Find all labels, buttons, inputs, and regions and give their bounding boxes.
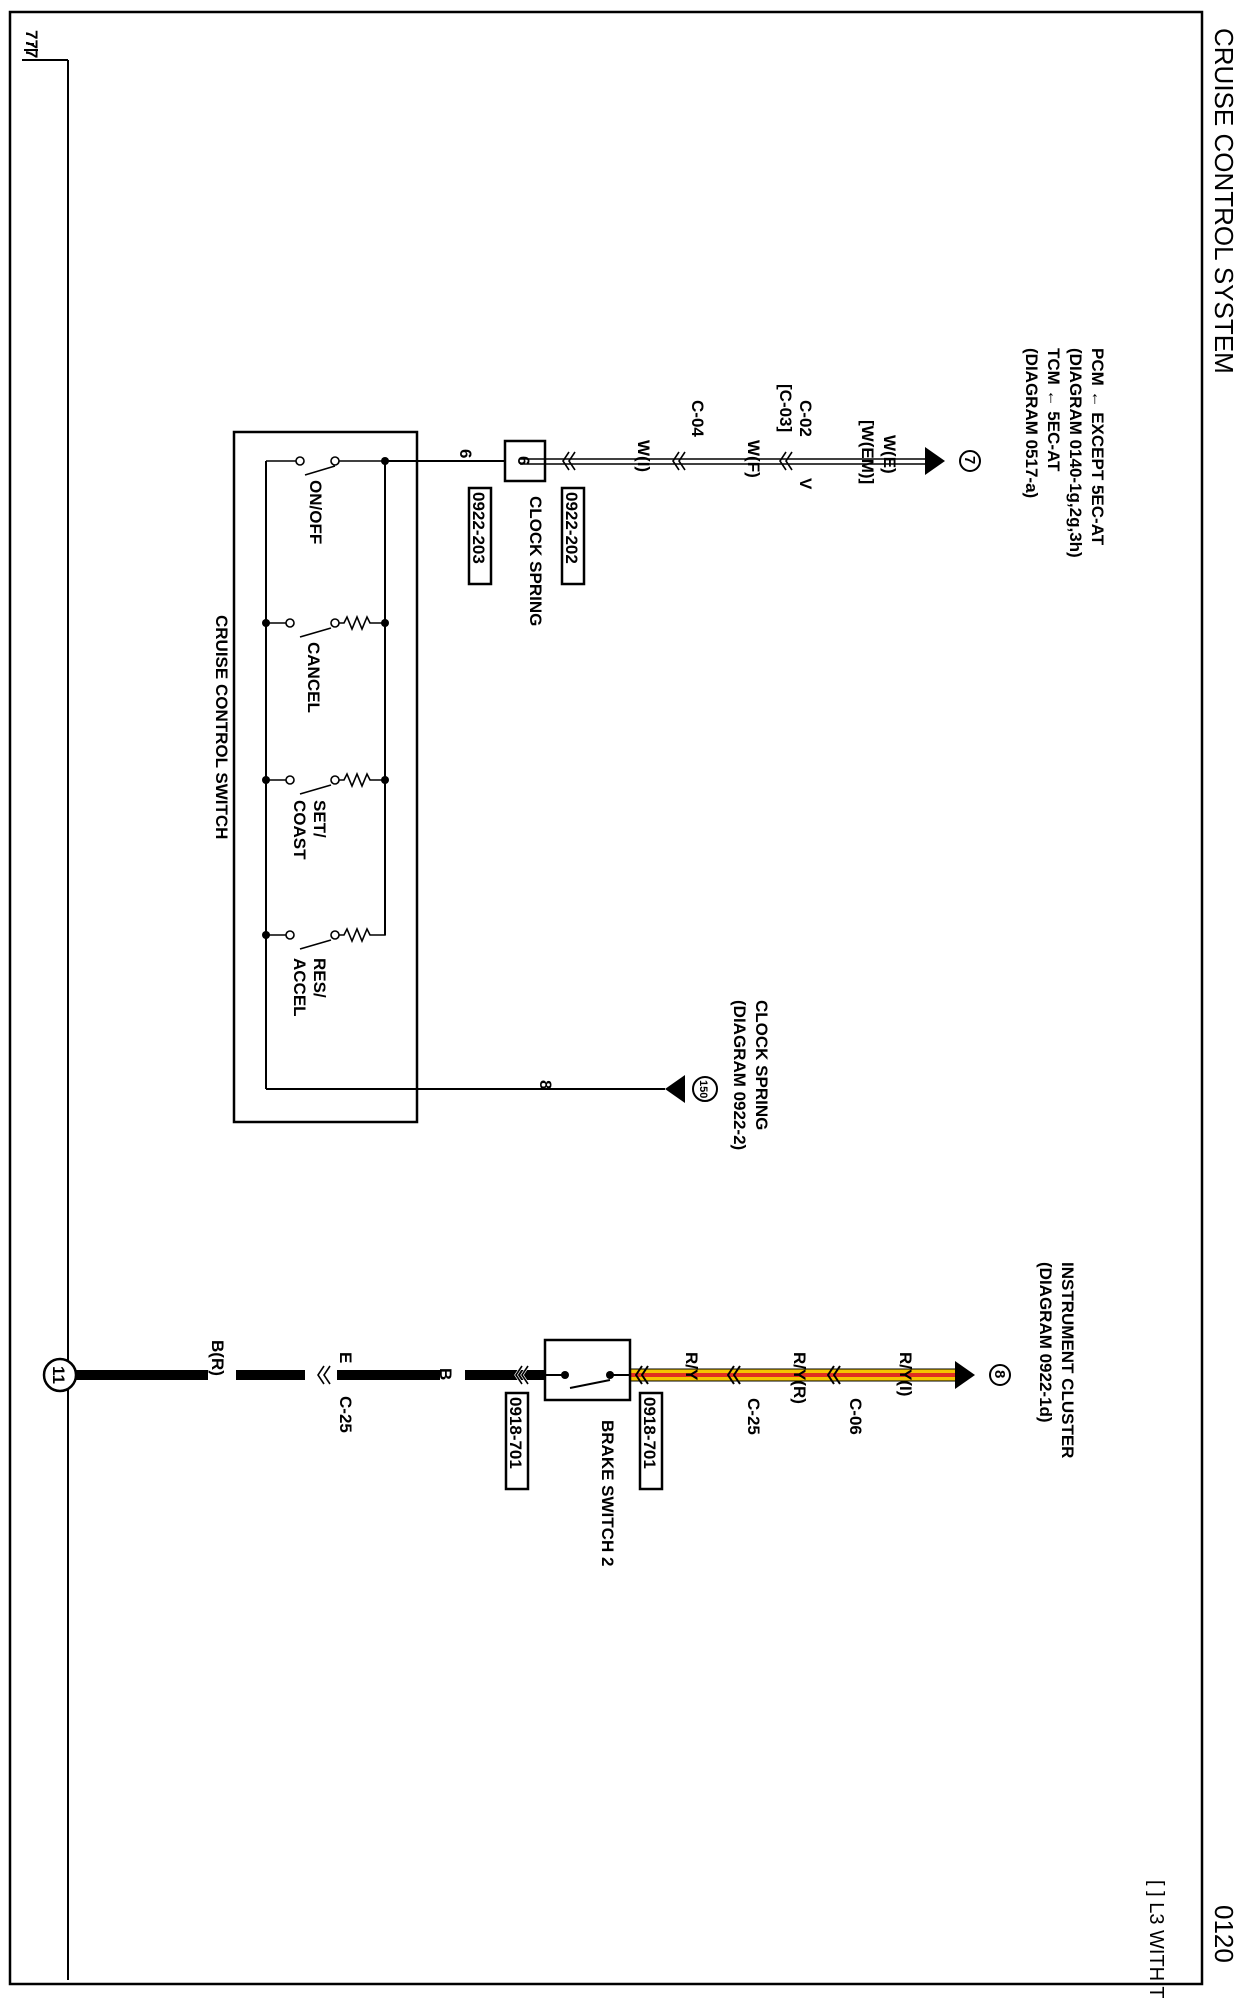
connector-0922-202-box [560,486,586,586]
wire-label-ryi: R/Y(I) [896,1352,915,1396]
clock-spring-pin: 6 [514,456,533,465]
connector-0918-701-bottom: 0918-701 [506,1397,525,1469]
clock-spring-label: CLOCK SPRING [526,496,545,626]
ground-point-circle [42,1357,78,1393]
diagram-frame [8,10,1204,1986]
pcm-ref-line-4: (DIAGRAM 0517-a) [1022,348,1041,498]
clock-spring-ref-line-1: CLOCK SPRING [752,1000,771,1130]
pcm-reference: 7 PCM ← EXCEPT 5EC-AT (DIAGRAM 0140-1g,2… [520,348,1107,558]
clock-spring-entry-icon [562,451,576,471]
terminal-circle [989,1364,1011,1386]
brake-switch: 0918-701 0918-701 BRAKE SWITCH 2 B E B(R… [42,1338,664,1566]
switch-label-set: SET/ [310,800,329,838]
connector-c04-icon [672,451,686,471]
wire-label-b: B [436,1368,455,1380]
wire-number-8: 8 [536,1080,555,1089]
terminal-circle [959,450,981,472]
brake-switch-entry-icon [634,1365,649,1385]
connector-label-c25-top: C-25 [744,1398,763,1435]
wire-label-v: V [796,478,815,490]
connector-0918-701-bottom-box [504,1391,530,1491]
pcm-ref-line-2: (DIAGRAM 0140-1g,2g,3h) [1066,348,1085,558]
connector-0918-701-top-box [638,1391,664,1491]
switch-label-coast: COAST [290,800,309,860]
wire-label-br: B(R) [208,1340,227,1376]
pcm-ref-line-3: TCM ← 5EC-AT [1044,348,1063,472]
instrument-cluster-reference: 8 INSTRUMENT CLUSTER (DIAGRAM 0922-1d) R… [630,1262,1077,1458]
cluster-terminal-number: 8 [991,1370,1008,1378]
connector-0922-203: 0922-203 [469,492,488,564]
pcm-terminal-number: 7 [961,456,978,464]
cluster-ref-line-1: INSTRUMENT CLUSTER [1058,1262,1077,1458]
pcm-ref-line-1: PCM ← EXCEPT 5EC-AT [1088,348,1107,546]
wire-label-we: W(E) [880,435,899,474]
clock-spring-reference: 150 CLOCK SPRING (DIAGRAM 0922-2) [665,1000,771,1150]
page-number: 0120 [1209,1905,1239,1963]
wire-label-ryr: R/Y(R) [790,1352,809,1404]
connector-label-c06: C-06 [846,1398,865,1435]
cruise-control-switch: ON/OFF CANCEL SET/ COAST [212,430,665,1124]
wire-label-wem: [W(EM)] [858,420,877,484]
ground-symbol-label: 777 [22,30,41,58]
wire-label-ry: R/Y [682,1352,701,1381]
switch-label-res: RES/ [310,958,329,998]
switch-on-off: ON/OFF [266,456,385,544]
switch-label-on-off: ON/OFF [306,480,325,544]
brake-switch-box [543,1338,632,1402]
wire-label-e: E [336,1352,355,1363]
connector-c25-icon [726,1365,741,1385]
connector-c25-ground-icon [317,1365,331,1385]
wire-label-wf: W(F) [744,440,763,478]
terminal-arrow-icon [925,447,945,475]
terminal-arrow-icon [665,1075,685,1103]
switch-label-cancel: CANCEL [304,642,323,713]
ground-point-number: 11 [49,1366,68,1384]
switch-cancel: CANCEL [266,614,385,713]
clock-spring-ref-line-2: (DIAGRAM 0922-2) [730,1000,749,1150]
connector-0918-701-top: 0918-701 [640,1397,659,1469]
switch-res-accel: RES/ ACCEL [266,780,386,1017]
cruise-switch-label: CRUISE CONTROL SWITCH [212,615,231,839]
brake-switch-label: BRAKE SWITCH 2 [598,1420,617,1566]
connector-0922-202: 0922-202 [562,492,581,564]
connector-label-c03: [C-03] [776,384,795,432]
connector-c02-icon [779,451,793,471]
switch-label-accel: ACCEL [290,958,309,1017]
wire-label-wi: W(I) [634,440,653,472]
connector-c06-icon [826,1365,841,1385]
legend-note: [ ] L3 WITH TC [1145,1880,1167,1998]
ground-bus: 777 [22,30,69,1980]
cluster-ref-line-2: (DIAGRAM 0922-1d) [1036,1262,1055,1423]
wire-number-6: 6 [456,449,475,458]
switch-housing [232,430,419,1124]
page-title: CRUISE CONTROL SYSTEM [1209,28,1239,374]
connector-0922-203-box [467,486,493,586]
terminal-circle [692,1076,718,1102]
connector-label-c25-ground: C-25 [336,1396,355,1433]
clock-spring: 6 0922-202 0922-203 CLOCK SPRING 6 [385,439,586,626]
terminal-arrow-icon [955,1361,975,1389]
clock-spring-ref-terminal: 150 [697,1080,709,1098]
switch-set-coast: SET/ COAST [266,771,385,860]
connector-label-c02: C-02 [796,400,815,437]
connector-label-c04: C-04 [688,400,707,437]
